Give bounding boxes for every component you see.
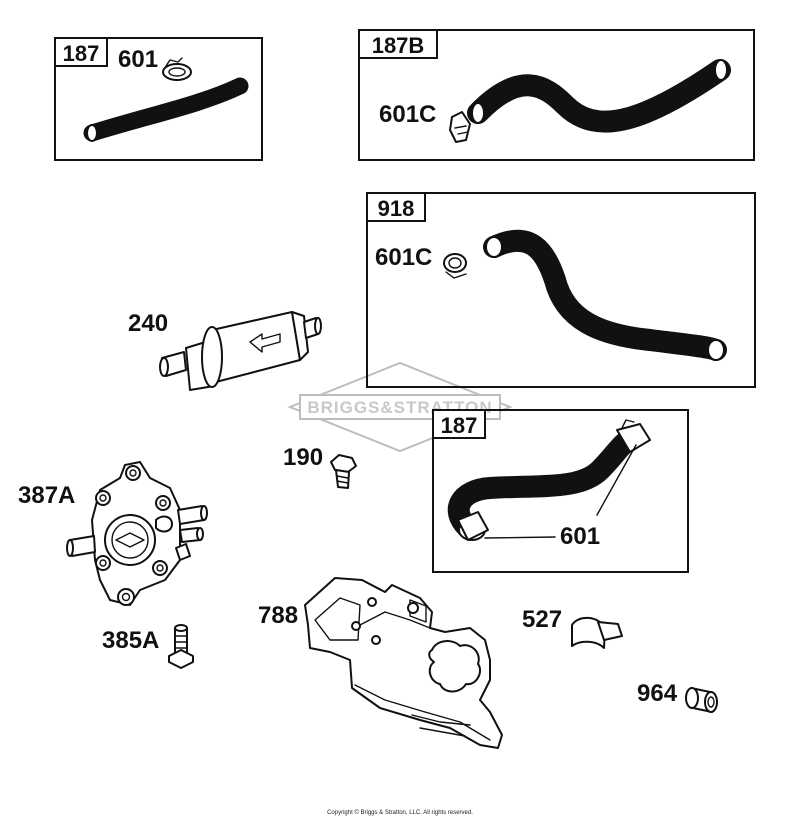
leader-lines [484,444,637,539]
kit-box-number: 187 [441,413,478,438]
screw-part: 385A [102,624,194,669]
fuel-hose-part [467,59,731,133]
hose-clamp-part [443,253,467,279]
part-label-527: 527 [522,606,562,633]
kit-box-187b: 187B 601C [358,29,755,161]
fuel-filter-part: 240 [128,310,322,391]
kit-box-187-mid: 187 601 [432,409,689,573]
kit-box-tag [54,37,108,67]
kit-box-918: 918 601C [366,192,756,388]
bracket-part: 788 [258,577,503,749]
part-label-601c: 601C [375,244,432,271]
hose-clamp-part [616,419,651,453]
part-label-240: 240 [128,310,168,337]
fuel-pump-part: 387A [18,461,208,606]
kit-box-number: 187 [63,41,100,66]
part-label-601c: 601C [379,101,436,128]
hose-clamp-part [162,57,192,81]
kit-box-number: 918 [378,196,415,221]
part-label-788: 788 [258,602,298,629]
kit-box-tag [432,409,486,439]
kit-box-frame [432,409,689,573]
part-label-387a: 387A [18,482,75,509]
clip-part: 527 [522,606,623,649]
bolt-part: 190 [283,444,357,489]
hose-clamp-part [449,111,471,143]
part-label-190: 190 [283,444,323,471]
part-label-601: 601 [560,523,600,550]
kit-box-tag [366,192,426,222]
part-label-964: 964 [637,680,678,707]
part-label-601: 601 [118,46,158,73]
kit-box-tag [358,29,438,59]
copyright-text: Copyright © Briggs & Stratton, LLC. All … [327,809,473,816]
bushing-part: 964 [637,680,718,713]
part-label-385a: 385A [102,627,159,654]
kit-box-number: 187B [372,33,425,58]
fuel-hose-part [83,77,249,142]
kit-box-187-top: 187 601 [54,37,263,161]
kit-box-frame [54,37,263,161]
briggs-stratton-watermark-logo: BRIGGS&STRATTON [287,361,513,453]
hose-clamp-part [457,511,489,541]
kit-box-frame [358,29,755,161]
kit-box-frame [366,192,756,388]
fuel-hose-part [483,229,727,361]
